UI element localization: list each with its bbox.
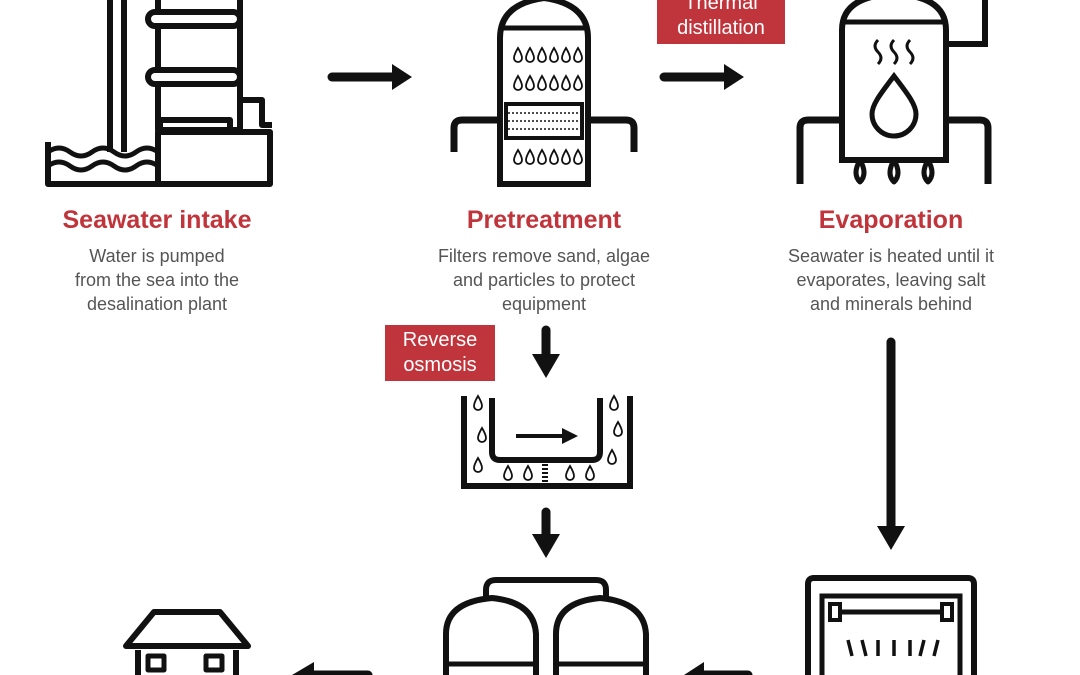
step-desc-line: and particles to protect [452,270,636,290]
arrow-condenser-to-storage [684,662,753,675]
step-desc-line: evaporates, leaving salt [796,270,986,290]
step-desc-line: and minerals behind [809,294,973,314]
step-desc-evaporation: Seawater is heated until it evaporates, … [746,244,1036,316]
tag-reverse-osmosis-line-2: osmosis [403,354,477,376]
tag-thermal-distillation: Thermal distillation [657,0,785,44]
step-title-evaporation: Evaporation [818,206,964,234]
arrow-reverse-osmosis-to-storage [532,507,560,558]
arrow-pretreatment-to-evaporation [659,64,744,90]
condenser-icon [805,575,977,675]
evaporation-boiler-icon [796,0,992,185]
house-icon [123,609,251,675]
arrow-storage-to-house [292,662,373,675]
arrow-evaporation-to-condenser [877,337,905,550]
step-desc-line: Water is pumped [89,246,225,266]
arrow-intake-to-pretreatment [327,64,412,90]
tag-reverse-osmosis-line-1: Reverse [402,329,478,351]
tag-thermal-line-2: distillation [677,17,765,39]
step-desc-seawater-intake: Water is pumped from the sea into the de… [17,244,297,316]
reverse-osmosis-membrane-icon [461,395,633,489]
tag-reverse-osmosis: Reverse osmosis [385,325,495,381]
tag-thermal-line-1: Thermal [684,0,758,14]
pretreatment-filter-tank-icon [450,0,638,187]
step-desc-line: Filters remove sand, algae [437,246,651,266]
step-desc-line: Seawater is heated until it [787,246,995,266]
step-title-seawater-intake: Seawater intake [62,206,252,234]
step-desc-pretreatment: Filters remove sand, algae and particles… [399,244,689,316]
step-desc-line: equipment [501,294,587,314]
step-desc-line: from the sea into the [74,270,240,290]
seawater-intake-tower-icon [45,0,273,187]
arrow-pretreatment-to-reverse-osmosis [532,325,560,378]
storage-tanks-icon [443,577,649,675]
step-desc-line: desalination plant [86,294,228,314]
step-title-pretreatment: Pretreatment [466,206,622,234]
